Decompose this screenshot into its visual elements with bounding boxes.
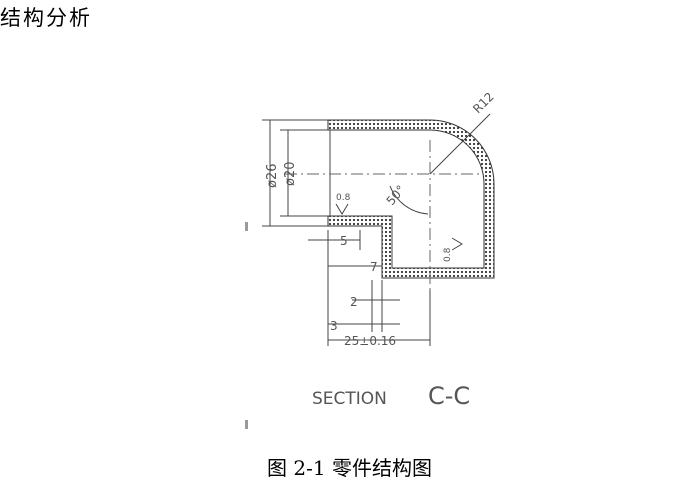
margin-marker: [245, 222, 248, 231]
dimension-label: 5: [340, 234, 348, 248]
inner-diameter-label: ø20: [283, 162, 298, 187]
margin-marker: [245, 420, 248, 429]
angle-label: 50°: [384, 183, 408, 208]
overall-length-label: 25±0.16: [344, 334, 396, 348]
dimension-label: 7: [370, 260, 378, 274]
section-id: C-C: [428, 382, 470, 410]
figure-caption: 图 2-1 零件结构图: [267, 456, 432, 480]
radius-label: R12: [470, 90, 497, 116]
part-section-drawing: R12 ø26 ø20 50° 0.8 0.8 5 7 2 3 25±0.16 …: [262, 90, 497, 410]
section-heading: 结构分析: [0, 6, 92, 30]
part-wall: [327, 119, 495, 279]
outer-diameter-label: ø26: [265, 164, 280, 189]
dimension-label: 2: [350, 295, 358, 309]
roughness-label: 0.8: [443, 247, 453, 262]
roughness-label: 0.8: [336, 193, 351, 203]
section-label: SECTION: [312, 389, 387, 409]
dimension-label: 3: [330, 319, 338, 333]
